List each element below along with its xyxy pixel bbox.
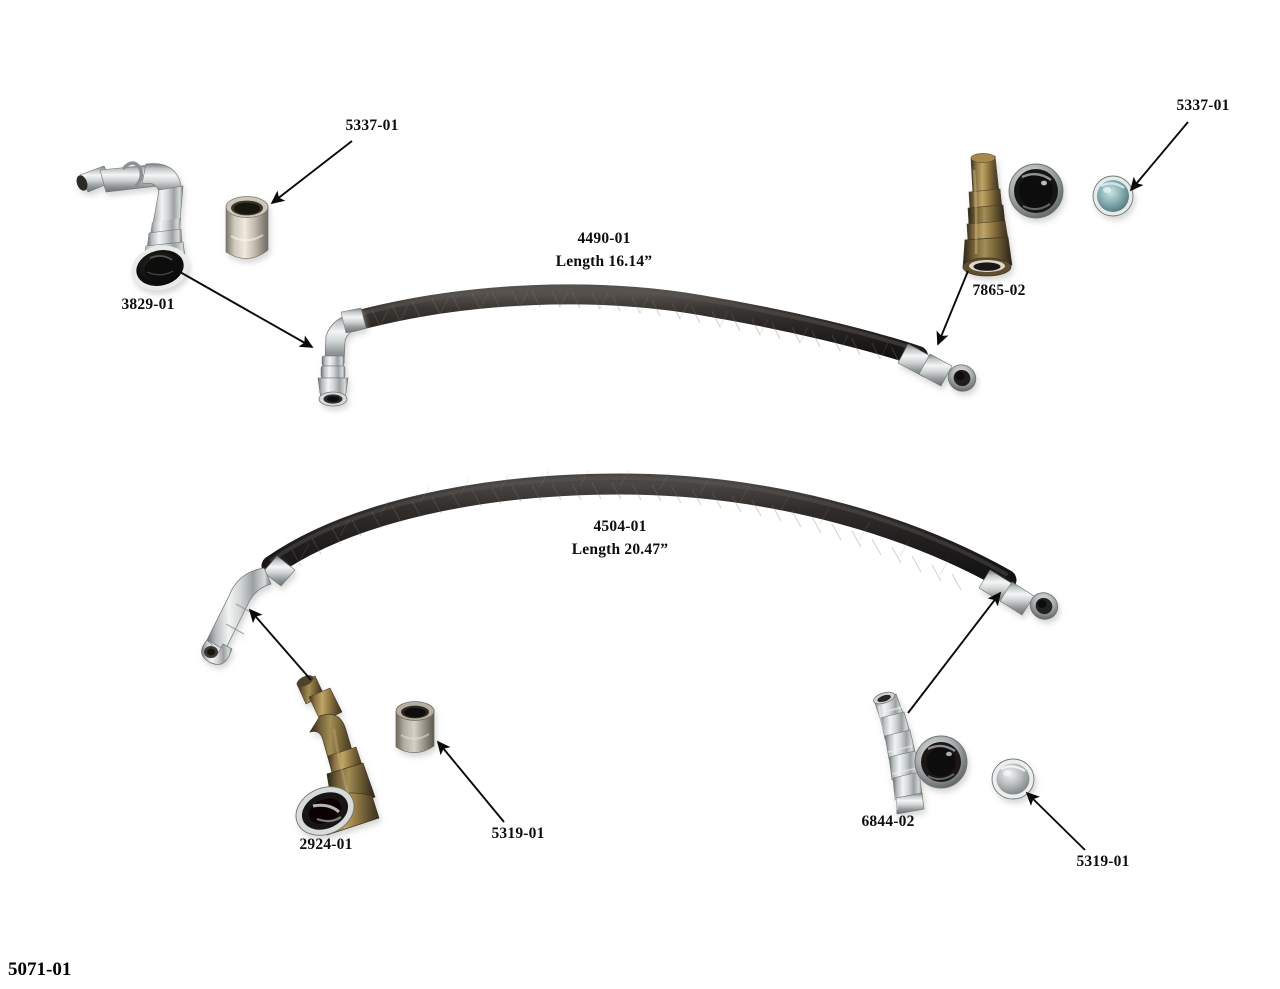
- leader-5337-01-upper-left: [270, 140, 353, 205]
- leader-5337-01-upper-right: [1129, 121, 1189, 192]
- leader-5319-01-lower-right: [1025, 791, 1086, 851]
- part-socket-endview-upper: [1008, 163, 1064, 219]
- label-5319-01-lower-left: 5319-01: [491, 825, 544, 842]
- label-3829-01: 3829-01: [121, 296, 174, 313]
- part-2924-01: [295, 675, 380, 836]
- label-5337-01-upper-right: 5337-01: [1176, 97, 1229, 114]
- part-5319-01-bushing: [395, 701, 435, 754]
- label-2924-01: 2924-01: [299, 836, 352, 853]
- leader-5319-01-lower-left: [436, 740, 505, 823]
- part-4490-01-hose: [317, 284, 977, 407]
- leader-2924-01: [248, 608, 312, 681]
- label-5319-01-lower-right: 5319-01: [1076, 853, 1129, 870]
- label-4490-01-length: Length 16.14”: [556, 253, 653, 270]
- leader-6844-02: [907, 591, 1002, 714]
- part-6844-02: [873, 691, 925, 815]
- part-5337-01-ferrule: [225, 196, 269, 259]
- lower-assembly: 4504-01 Length 20.47” 2924-01: [201, 469, 1129, 870]
- label-4490-01: 4490-01: [577, 230, 630, 247]
- part-5337-01-cap: [1092, 175, 1134, 217]
- label-5337-01-upper-left: 5337-01: [345, 117, 398, 134]
- label-7865-02: 7865-02: [972, 282, 1025, 299]
- leader-7865-02: [936, 270, 969, 346]
- label-4504-01-length: Length 20.47”: [572, 541, 669, 558]
- label-6844-02: 6844-02: [861, 813, 914, 830]
- part-socket-endview-lower: [914, 735, 968, 789]
- label-corner-5071-01: 5071-01: [8, 959, 71, 980]
- part-5319-01-cap: [991, 758, 1035, 800]
- part-3829-01: [76, 161, 189, 291]
- part-4504-01-hose: [201, 469, 1059, 665]
- leader-3829-01: [179, 271, 314, 348]
- upper-assembly: 3829-01 5337-01: [76, 97, 1229, 407]
- label-4504-01: 4504-01: [593, 518, 646, 535]
- part-7865-02: [962, 153, 1013, 277]
